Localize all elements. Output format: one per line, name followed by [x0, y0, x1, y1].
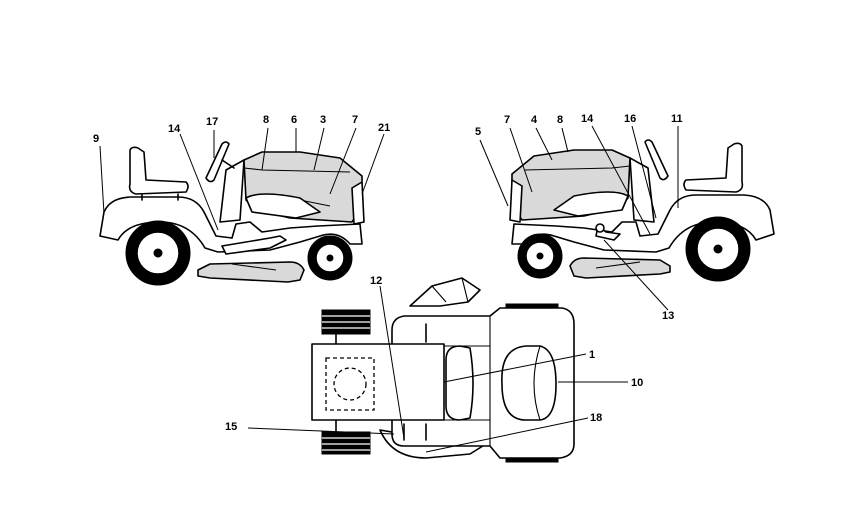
seat — [128, 146, 189, 195]
footrest — [221, 235, 287, 255]
tractor-left-view — [99, 141, 365, 286]
discharge-chute — [409, 277, 481, 307]
callout-labels: 9 14 17 8 6 3 7 21 5 7 4 8 14 16 11 13 1… — [93, 113, 683, 433]
seat-top — [311, 343, 445, 421]
front-wheel-axle — [326, 254, 334, 262]
callout-7-right: 7 — [504, 114, 510, 126]
side-panel-right — [553, 191, 629, 217]
body-panel-lines — [440, 345, 490, 421]
callout-14-left: 14 — [168, 123, 181, 135]
callout-13: 13 — [662, 310, 674, 322]
callout-9: 9 — [93, 133, 99, 145]
seat-outline — [325, 357, 375, 411]
dash-top — [445, 345, 474, 421]
callout-17: 17 — [206, 116, 218, 128]
seat-mount — [333, 367, 367, 401]
steering-shaft — [221, 159, 235, 169]
callout-6: 6 — [291, 114, 297, 126]
steering-wheel-right — [644, 139, 669, 181]
callout-8-left: 8 — [263, 114, 269, 126]
rear-wheel-axle — [153, 248, 163, 258]
hood-oval-line — [533, 345, 541, 421]
hood-line-right — [523, 165, 631, 171]
tread-lines — [322, 315, 370, 451]
front-grille-right — [509, 179, 523, 223]
callout-8-right: 8 — [557, 114, 563, 126]
callout-16: 16 — [624, 113, 636, 125]
dash-column-right — [629, 157, 655, 223]
callout-10: 10 — [631, 377, 643, 389]
chute-lines — [431, 277, 469, 303]
rear-wheel-top-lower — [321, 431, 371, 455]
mower-deck — [197, 261, 305, 283]
mower-deck-right — [569, 257, 671, 279]
steering-wheel — [205, 141, 230, 183]
hood-oval — [501, 345, 557, 421]
leader-lines — [99, 125, 679, 453]
side-panel — [245, 193, 321, 219]
callout-18: 18 — [590, 412, 602, 424]
callout-11: 11 — [671, 113, 683, 125]
callout-3: 3 — [320, 114, 326, 126]
deck-line — [231, 263, 277, 271]
callout-14-right: 14 — [581, 113, 594, 125]
dash-column — [219, 159, 245, 223]
callout-5: 5 — [475, 126, 481, 138]
lever-knob — [595, 223, 605, 233]
seat-right — [683, 142, 744, 193]
callout-7-left: 7 — [352, 114, 358, 126]
tractor-right-view — [509, 139, 775, 282]
front-grille — [351, 181, 365, 225]
callout-21: 21 — [378, 122, 390, 134]
front-wheel-axle-right — [536, 252, 544, 260]
callout-12: 12 — [370, 275, 382, 287]
tractor-top-view — [311, 277, 575, 463]
callout-15: 15 — [225, 421, 237, 433]
callout-1: 1 — [589, 349, 595, 361]
callout-4: 4 — [531, 114, 538, 126]
rear-wheel-axle-right — [713, 244, 723, 254]
deck-line-right — [595, 261, 641, 269]
